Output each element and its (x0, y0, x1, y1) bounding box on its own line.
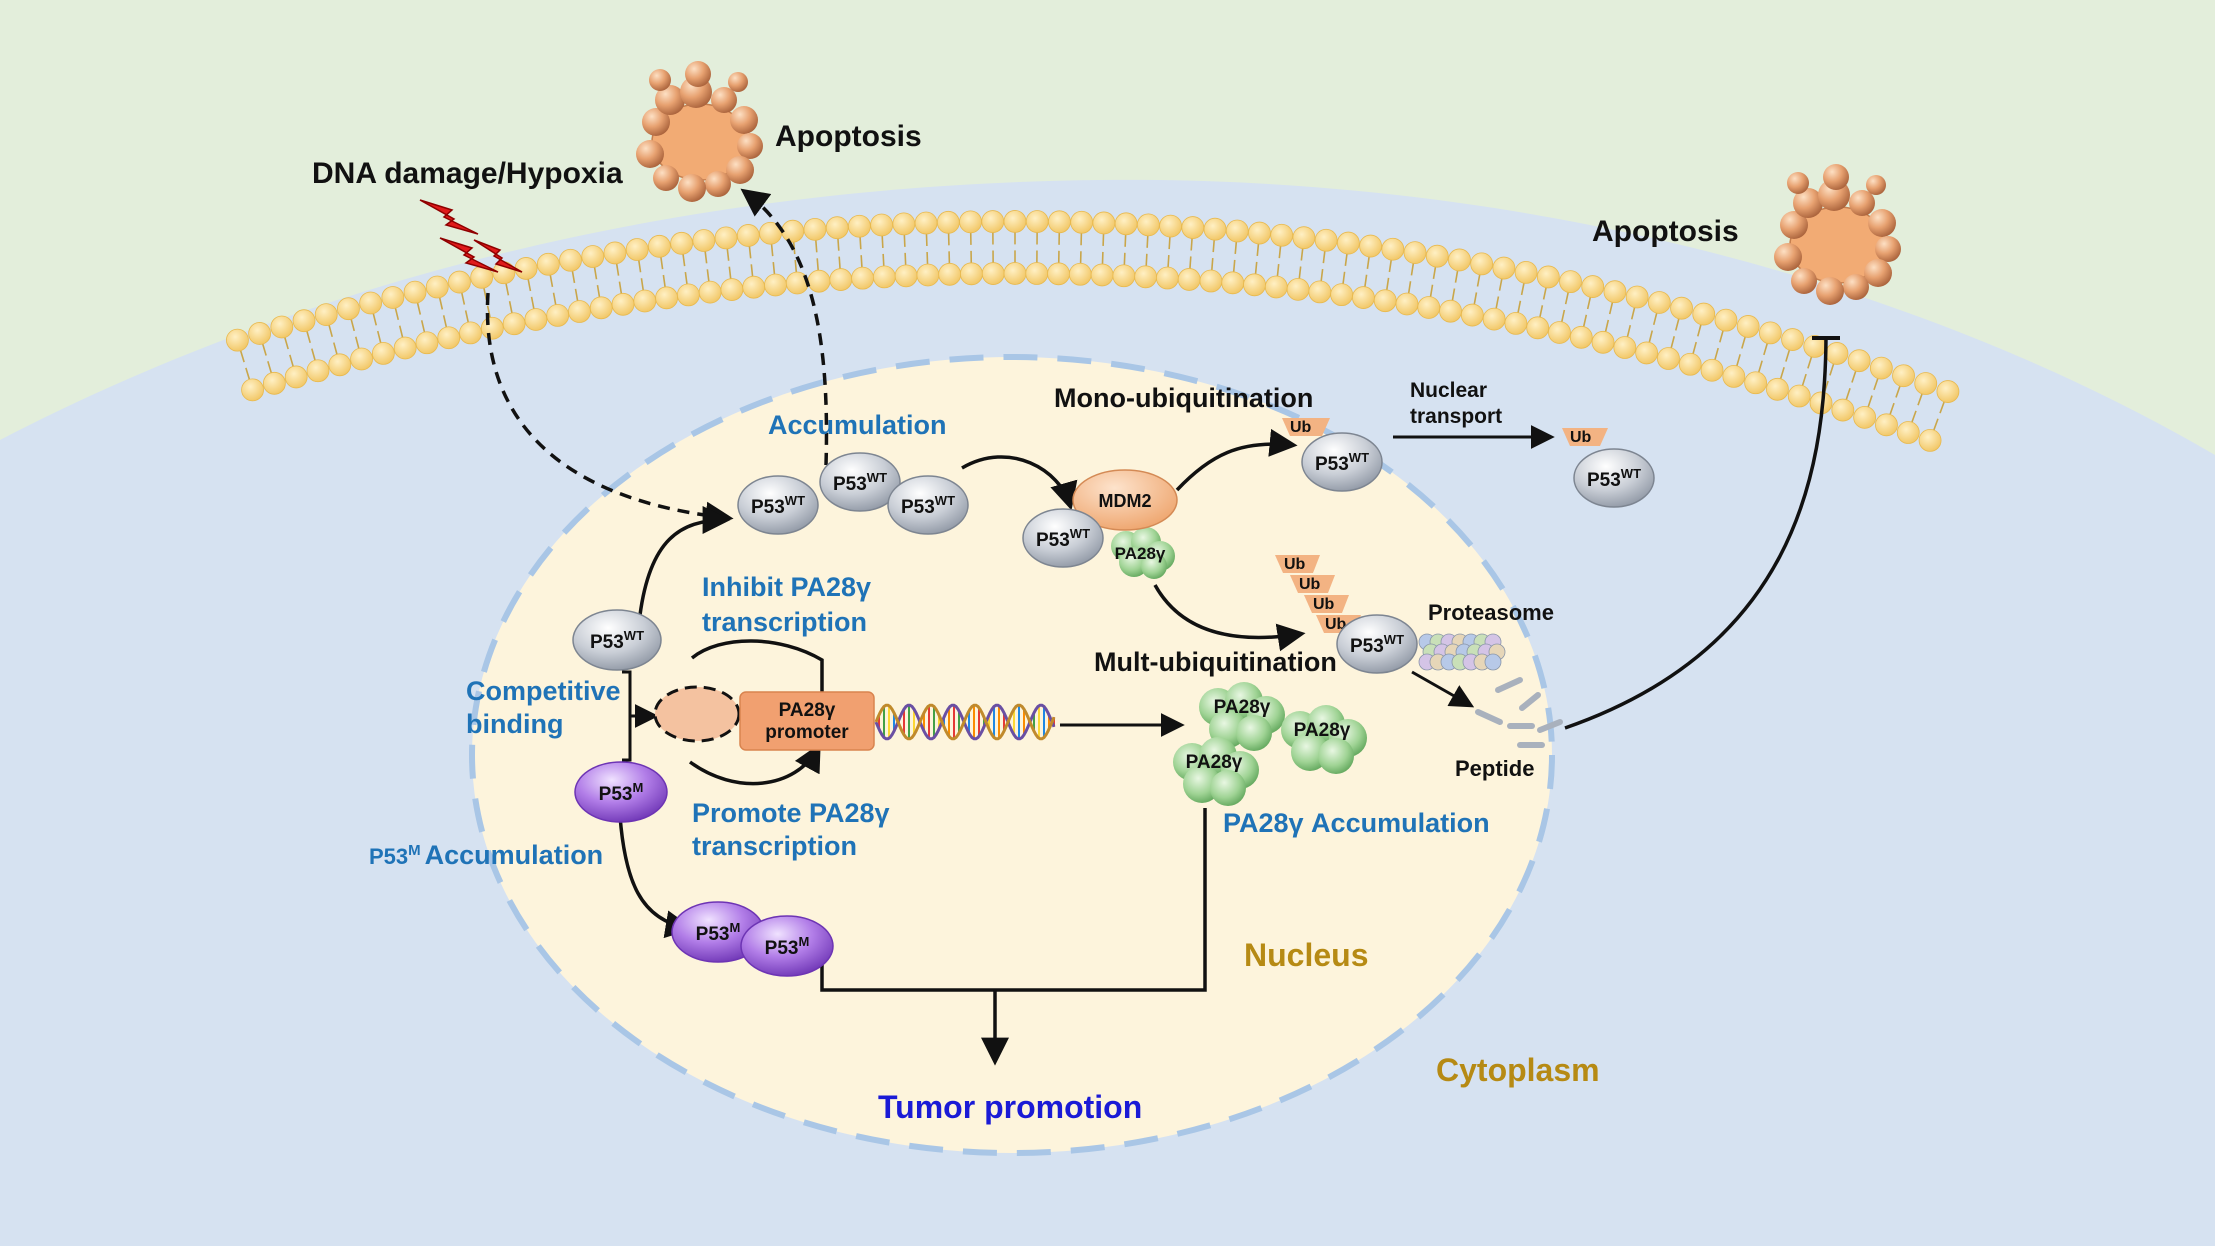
svg-text:P53M: P53M (696, 920, 741, 945)
accumulation-to-mdm2-arrow (961, 455, 1078, 511)
p53wt-protein: P53WT (819, 452, 901, 512)
pa28-accumulation-label: PA28γ Accumulation (1223, 808, 1490, 838)
apoptosis-label-top: Apoptosis (775, 120, 922, 153)
p53wt-protein: P53WT (572, 609, 662, 671)
svg-text:P53WT: P53WT (590, 628, 644, 653)
svg-text:PA28γ: PA28γ (1115, 544, 1166, 563)
mdm2-protein: MDM2 (1072, 469, 1178, 531)
svg-text:P53WT: P53WT (1350, 632, 1404, 657)
tumor-promotion-label: Tumor promotion (878, 1089, 1142, 1125)
svg-text:Ub: Ub (1290, 419, 1312, 436)
dna-helix-icon (874, 703, 1056, 741)
ub-tag-icon (1562, 428, 1608, 446)
promote-transcription-arrow (688, 743, 821, 786)
apoptosis-label-right: Apoptosis (1592, 215, 1739, 248)
p53wt-accumulation-cluster: P53WT P53WT P53WT (737, 452, 969, 535)
svg-text:promoter: promoter (765, 722, 849, 743)
tumor-promotion-merge-line (820, 808, 1207, 992)
svg-text:P53WT: P53WT (833, 470, 887, 495)
p53wt-protein: P53WT (1336, 614, 1418, 674)
nucleus-region (469, 354, 1555, 1156)
nuclear-transport-label: Nuclear (1410, 379, 1487, 402)
svg-text:Ub: Ub (1570, 429, 1592, 446)
inhibit-pa28-label: Inhibit PA28γ (702, 572, 871, 602)
nucleus-label: Nucleus (1244, 937, 1368, 973)
proteasome-to-peptide-arrow (1411, 670, 1475, 708)
pa28-protein: PA28γ (1111, 527, 1175, 579)
cytoplasmic-p53: Ub P53WT (1562, 428, 1655, 508)
competitive-binding-label-2: binding (466, 709, 563, 739)
pa28-protein: PA28γ (1281, 705, 1367, 774)
pa28-promoter-box: PA28γ promoter (739, 691, 875, 751)
mdm2-to-mono-ub-arrow (1175, 428, 1298, 492)
mono-ubiquitinated-p53: Ub P53WT (1282, 418, 1383, 492)
svg-text:P53WT: P53WT (1036, 526, 1090, 551)
p53-mutant-cluster: P53M P53M (671, 901, 834, 977)
svg-text:Ub: Ub (1299, 576, 1321, 593)
accumulation-label: Accumulation (768, 410, 947, 440)
competitive-binding-label: Competitive (466, 676, 621, 706)
svg-text:PA28γ: PA28γ (1294, 720, 1351, 741)
accumulation-to-apoptosis-arrow (740, 188, 829, 466)
p53-mutant-protein: P53M (574, 761, 668, 823)
promote-pa28-label: Promote PA28γ (692, 798, 890, 828)
multi-ubiquitinated-p53: Ub Ub Ub Ub P53WT (1275, 555, 1418, 674)
cell-membrane (226, 210, 1960, 452)
mdm2-to-multi-ub-arrow (1153, 584, 1306, 652)
p53wt-protein: P53WT (1022, 508, 1104, 568)
competitive-binding-site (653, 685, 741, 743)
svg-text:P53M: P53M (765, 934, 810, 959)
svg-text:PA28γ: PA28γ (779, 700, 836, 721)
ub-tag-icon (1282, 418, 1330, 436)
svg-text:PA28γ: PA28γ (1186, 752, 1243, 773)
pa28-protein: PA28γ (1173, 737, 1259, 806)
inhibit-transcription-label: transcription (702, 607, 867, 637)
svg-text:Ub: Ub (1325, 616, 1347, 633)
dna-damage-label: DNA damage/Hypoxia (312, 157, 623, 190)
promote-transcription-label: transcription (692, 831, 857, 861)
nuclear-transport-label-2: transport (1410, 405, 1502, 428)
cytoplasm-label: Cytoplasm (1436, 1052, 1600, 1088)
pa28-protein: PA28γ (1199, 682, 1285, 751)
p53wt-protein: P53WT (887, 475, 969, 535)
p53wt-to-accumulation-arrow (638, 506, 731, 616)
dna-damage-arrow (485, 292, 734, 530)
p53wt-protein: P53WT (1573, 448, 1655, 508)
mdm2-pa28-p53-complex: PA28γ MDM2 P53WT (1022, 469, 1178, 579)
peptide-fragments-icon (1475, 677, 1563, 748)
p53wt-protein: P53WT (737, 475, 819, 535)
svg-text:Ub: Ub (1313, 596, 1335, 613)
svg-text:Ub: Ub (1284, 556, 1306, 573)
svg-text:P53WT: P53WT (1587, 466, 1641, 491)
proteasome-icon (1418, 633, 1506, 671)
p53-mutant-protein: P53M (740, 915, 834, 977)
peptide-inhibits-apoptosis-line (1564, 337, 1828, 730)
ub-chain-icon: Ub Ub Ub Ub (1275, 555, 1361, 633)
apoptotic-body-icon (636, 61, 763, 202)
dna-damage-lightning-icon (419, 199, 523, 273)
svg-text:P53M: P53M (599, 780, 644, 805)
svg-text:P53WT: P53WT (751, 493, 805, 518)
apoptotic-body-icon-right (1774, 164, 1901, 305)
p53wt-protein: P53WT (1301, 432, 1383, 492)
svg-text:P53WT: P53WT (1315, 450, 1369, 475)
proteasome-label: Proteasome (1428, 600, 1554, 625)
svg-text:P53WT: P53WT (901, 493, 955, 518)
svg-text:PA28γ: PA28γ (1214, 697, 1271, 718)
peptide-label: Peptide (1455, 756, 1534, 781)
svg-text:MDM2: MDM2 (1099, 491, 1152, 511)
mono-ubiquitination-label: Mono-ubiquitination (1054, 383, 1313, 413)
mult-ubiquitination-label: Mult-ubiquitination (1094, 647, 1337, 677)
inhibit-transcription-arrow (690, 639, 824, 713)
